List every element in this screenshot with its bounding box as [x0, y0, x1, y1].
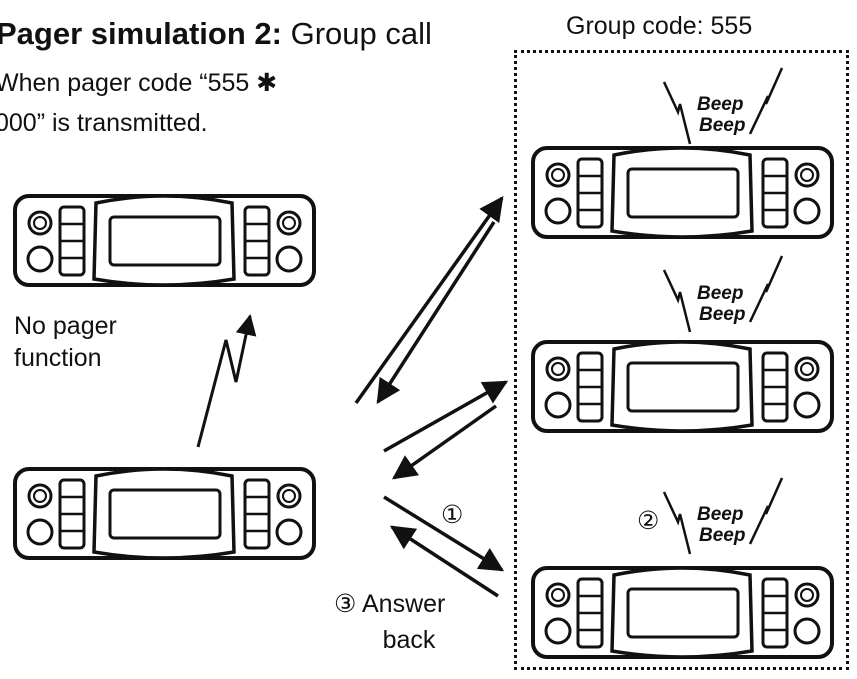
description-line-2: 000” is transmitted.	[0, 109, 208, 137]
step-2-label: ②	[637, 507, 660, 535]
answer-back-label: ③ Answer back	[334, 586, 445, 658]
arrow-answer-back	[389, 525, 499, 598]
arrow-from-group-1	[376, 221, 496, 405]
beep-line-2: Beep	[699, 304, 746, 325]
beep-signal-2	[662, 255, 784, 333]
beep-signal-3	[662, 477, 784, 555]
beep-line-1: Beep	[697, 283, 744, 304]
beep-line-2: Beep	[699, 115, 746, 136]
diagram-title: Pager simulation 2: Group call	[0, 16, 432, 52]
no-pager-line-2: function	[14, 344, 102, 372]
no-pager-line-1: No pager	[14, 312, 117, 340]
title-bold: Pager simulation 2:	[0, 16, 282, 51]
group-boundary	[514, 50, 849, 670]
step-1-label: ①	[441, 501, 464, 529]
answer-back-line-2: back	[382, 626, 436, 654]
beep-text-2: Beep Beep	[697, 283, 745, 325]
title-rest: Group call	[290, 16, 432, 51]
description: When pager code “555 ✱ 000” is transmitt…	[0, 63, 277, 143]
step-3-label: ③	[334, 590, 357, 618]
arrow-to-group-2	[383, 380, 509, 453]
arrow-to-group-1	[354, 196, 504, 405]
beep-text-3: Beep Beep	[697, 504, 745, 546]
signal-no-pager	[196, 313, 257, 448]
description-line-1: When pager code “555 ✱	[0, 69, 278, 97]
beep-line-2: Beep	[699, 525, 746, 546]
answer-back-line-1: Answer	[362, 590, 446, 618]
arrow-to-group-3	[383, 495, 505, 572]
beep-line-1: Beep	[697, 504, 744, 525]
beep-line-1: Beep	[697, 94, 744, 115]
no-pager-label: No pager function	[14, 310, 117, 374]
group-code-label: Group code: 555	[566, 12, 753, 40]
beep-text-1: Beep Beep	[697, 94, 745, 136]
beep-signal-1	[662, 67, 784, 145]
arrow-from-group-2	[391, 404, 498, 480]
